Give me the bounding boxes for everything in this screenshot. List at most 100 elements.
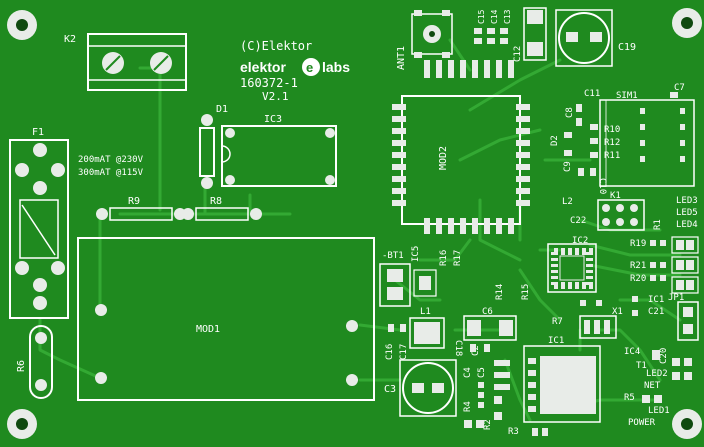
mod2-pad	[392, 104, 406, 110]
mod2-pad	[424, 218, 430, 234]
cap-c19	[555, 9, 613, 67]
label-led4: LED4	[676, 220, 698, 230]
ic2-package	[547, 243, 597, 293]
label-ic2: IC2	[572, 236, 588, 246]
ic1-package	[523, 345, 601, 423]
ic2-pad	[586, 270, 593, 273]
mod2-pad	[516, 188, 530, 194]
label-c20: C20	[659, 348, 669, 364]
jumper-jp1	[677, 301, 699, 341]
ic5-package	[413, 269, 437, 297]
label-x1: X1	[612, 307, 623, 317]
label-c21: C21	[648, 307, 664, 317]
mod2-pad	[392, 200, 406, 206]
label-f1: F1	[32, 127, 44, 138]
label-d2: D2	[550, 135, 560, 146]
label-ic1: IC1	[548, 336, 564, 346]
svg-text:e: e	[306, 60, 313, 75]
mod2-pad	[516, 164, 530, 170]
ic2-pad	[568, 282, 572, 289]
mod2-pad	[484, 60, 490, 78]
mod2-pad	[484, 218, 490, 234]
smd-pads-sim-area	[564, 92, 685, 176]
mod2-pad	[392, 152, 406, 158]
led-pads-right	[650, 236, 699, 294]
label-r4: R4	[463, 401, 473, 412]
ic2-pad	[551, 276, 558, 279]
mod2-pad	[460, 60, 466, 78]
label-ic1-right: IC1	[648, 295, 664, 305]
label-r17: R17	[453, 250, 463, 266]
mod2-pad	[460, 218, 466, 234]
label-c16: C16	[385, 344, 395, 360]
label-c7: C7	[674, 83, 685, 93]
mod2-pad	[448, 218, 454, 234]
label-led5: LED5	[676, 208, 698, 218]
mod2-pad	[392, 188, 406, 194]
label-r19: R19	[630, 239, 646, 249]
mod2-pad	[516, 140, 530, 146]
mod2-pad	[472, 60, 478, 78]
ic2-pad	[551, 258, 558, 261]
mod2-pad	[516, 128, 530, 134]
antenna-ant1	[411, 10, 453, 58]
ic2-pad	[582, 282, 586, 289]
ic2-pad	[551, 282, 558, 285]
label-r11: R11	[604, 151, 620, 161]
label-c19: C19	[618, 42, 636, 53]
label-c12: C12	[513, 46, 523, 62]
mod2-pad	[508, 60, 514, 78]
mod2-pad	[448, 60, 454, 78]
resistor-r8	[182, 207, 262, 221]
label-r9: R9	[128, 196, 140, 207]
label-r3: R3	[508, 427, 519, 437]
label-r2: R2	[483, 419, 493, 430]
label-r6: R6	[16, 360, 27, 372]
label-mod2: MOD2	[438, 146, 449, 170]
ic2-pad	[589, 282, 593, 289]
label-power: POWER	[628, 418, 656, 428]
label-r12: R12	[604, 138, 620, 148]
label-ic5: IC5	[411, 246, 421, 262]
label-r1: R1	[653, 219, 663, 230]
fuse-holder-f1	[9, 139, 69, 319]
module-mod1	[77, 237, 375, 401]
label-ic3: IC3	[264, 114, 282, 125]
label-c13: C13	[503, 9, 512, 24]
ic2-pad	[586, 282, 593, 285]
mod2-pad	[516, 200, 530, 206]
label-sim1: SIM1	[616, 91, 638, 101]
ic2-pad	[554, 282, 558, 289]
svg-text:elektor: elektor	[240, 59, 286, 75]
label-c6: C6	[482, 307, 493, 317]
ic2-pad	[586, 276, 593, 279]
led-pads-bottom-right	[632, 296, 692, 403]
label-ant1: ANT1	[396, 46, 407, 70]
ic2-pad	[561, 248, 565, 255]
label-c22: C22	[570, 216, 586, 226]
label-l2: L2	[562, 197, 573, 207]
label-t1: T1	[636, 361, 647, 371]
ic2-pad	[586, 264, 593, 267]
label-led1: LED1	[648, 406, 670, 416]
ic2-pad	[568, 248, 572, 255]
ic2-pad	[551, 270, 558, 273]
version-text: V2.1	[262, 90, 289, 103]
svg-text:labs: labs	[322, 59, 350, 75]
label-c18: C18	[453, 340, 463, 356]
inductor-l1	[409, 317, 445, 349]
fuse-rating-line1: 200mAT @230V	[78, 155, 144, 165]
cap-c12	[523, 7, 547, 61]
label-c5: C5	[477, 367, 487, 378]
mod2-pad	[516, 176, 530, 182]
mod2-pad	[516, 152, 530, 158]
label-c3: C3	[384, 384, 396, 395]
label-d1: D1	[216, 104, 228, 115]
label-r16: R16	[439, 250, 449, 266]
label-r21: R21	[630, 261, 646, 271]
mod2-pad	[392, 140, 406, 146]
mod2-pad	[392, 164, 406, 170]
label-r14: R14	[495, 284, 505, 300]
label-c4: C4	[463, 367, 473, 378]
ic2-pad	[554, 248, 558, 255]
